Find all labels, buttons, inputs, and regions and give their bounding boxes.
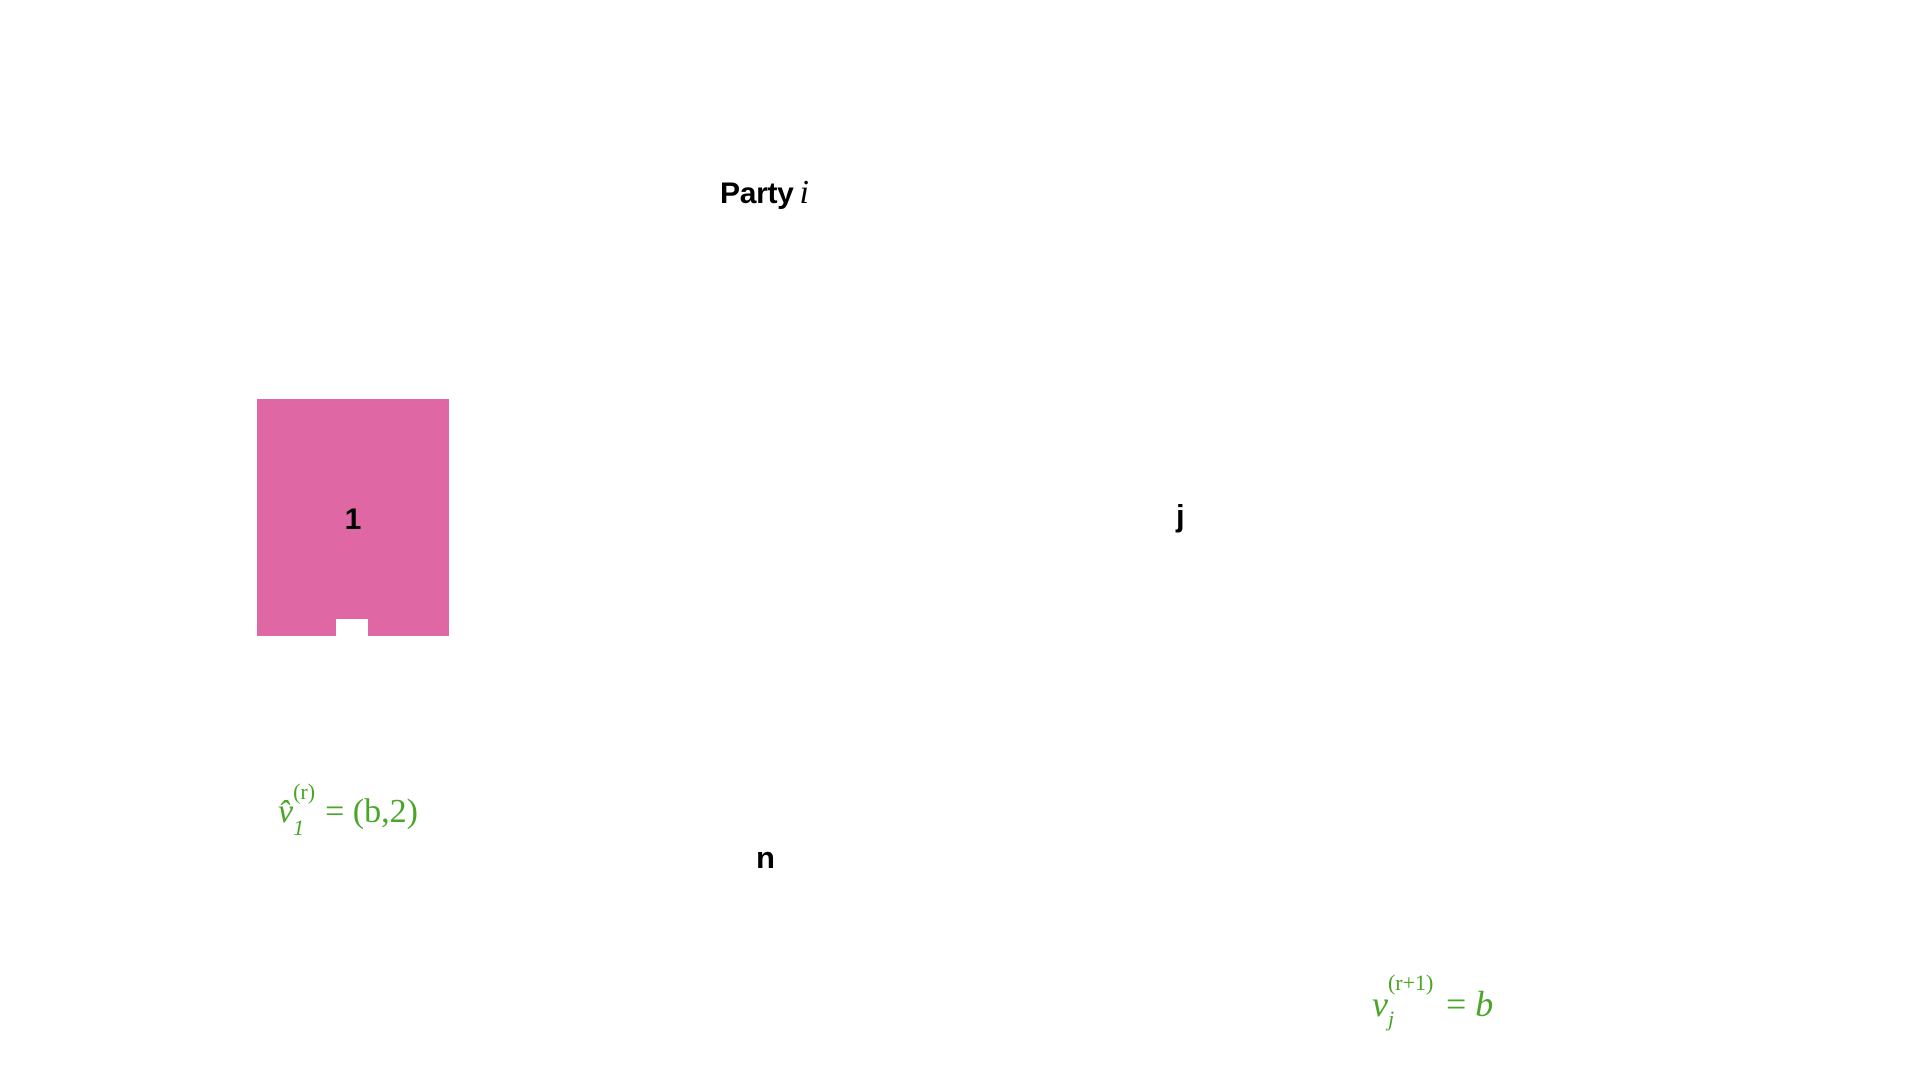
- party-n-label: n: [756, 840, 775, 875]
- formula-2-subscript: j: [1387, 1006, 1395, 1031]
- title-prefix: Party: [720, 177, 794, 210]
- formula-1-rhs: = (b,2): [325, 793, 418, 830]
- formula-value-party-j: v(r+1)j= b: [1372, 970, 1494, 1031]
- party-j-label: j: [1176, 498, 1185, 533]
- formula-1-subscript: 1: [293, 815, 305, 840]
- formula-2-base: v(r+1)j: [1372, 970, 1434, 1031]
- party-1-label: 1: [344, 503, 362, 536]
- party-1-node: 1: [257, 399, 449, 636]
- formula-1-base: v̂(r)1: [278, 779, 316, 840]
- formula-1-superscript: (r): [293, 779, 316, 804]
- formula-2-superscript: (r+1): [1387, 970, 1434, 995]
- formula-2-equals: =: [1445, 984, 1467, 1024]
- formula-estimate-party-1: v̂(r)1= (b,2): [278, 779, 418, 840]
- title-variable: i: [799, 174, 809, 211]
- party-1-port-notch: [336, 619, 368, 636]
- formula-2-rhs-var: b: [1475, 984, 1494, 1024]
